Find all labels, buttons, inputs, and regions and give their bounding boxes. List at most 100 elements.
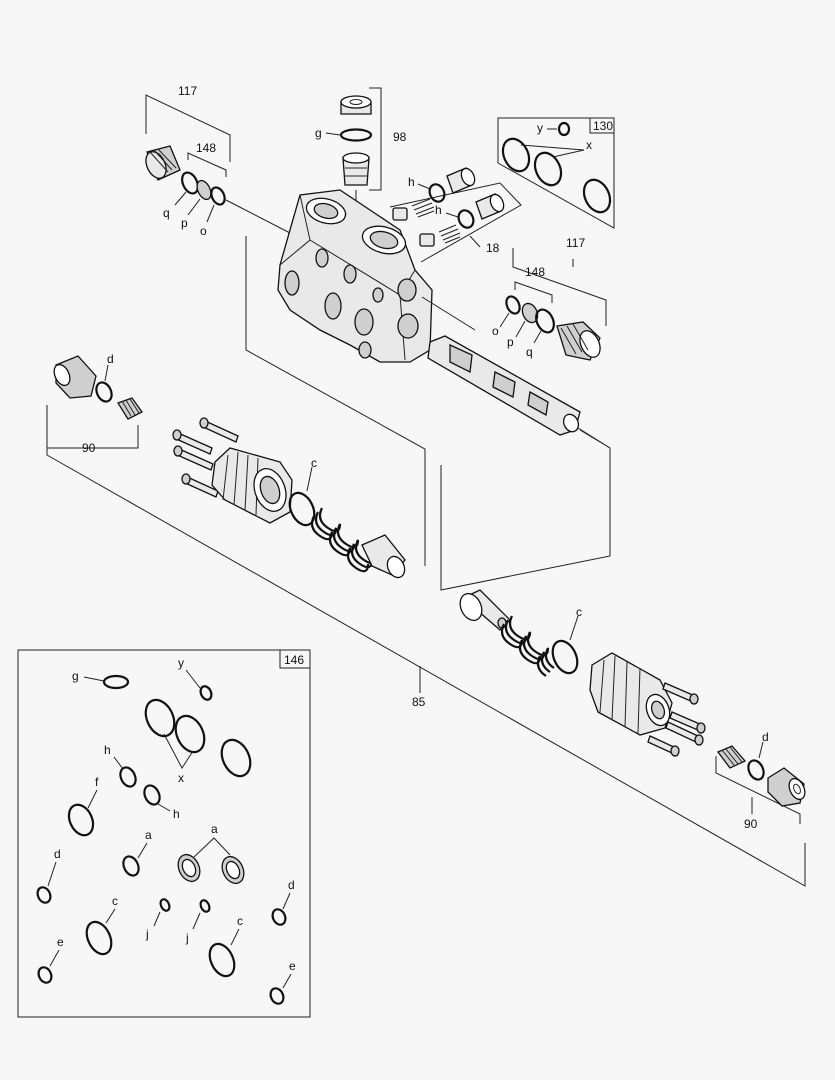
kit-label-g: g (72, 669, 79, 683)
callout-g: g (315, 126, 322, 140)
callout-p-right: p (507, 335, 514, 349)
kit-oring-a1 (122, 855, 140, 877)
kit-oring-j1 (159, 898, 171, 912)
oring-o-left (210, 186, 226, 206)
kit-oring-x2 (174, 714, 206, 754)
bracket-148-right (514, 281, 553, 303)
spool (427, 335, 581, 436)
setscrew-left (117, 397, 143, 420)
kit-label-d1: d (54, 847, 61, 861)
spring-left (310, 507, 378, 573)
spring-seat-left (361, 534, 406, 579)
kit-label-y: y (178, 656, 184, 670)
bracket-98 (369, 87, 382, 191)
kit-tag-146 (279, 649, 311, 669)
kit-label-f: f (95, 775, 99, 789)
kit-label-e2: e (289, 959, 296, 973)
callout-d-left: d (107, 352, 114, 366)
kit-label-c1: c (112, 894, 118, 908)
oring-x1-130 (501, 137, 531, 173)
bolts-left (172, 417, 239, 498)
callout-o-right: o (492, 324, 499, 338)
kit-label-e1: e (57, 935, 64, 949)
spring-cap-right (589, 652, 673, 736)
callout-90-right: 90 (744, 817, 758, 831)
kit-label-d2: d (288, 878, 295, 892)
callout-q-right: q (526, 345, 533, 359)
oring-d-right (747, 759, 765, 781)
oring-d-left (95, 381, 113, 403)
cap-plug-98 (340, 95, 372, 115)
callout-98: 98 (393, 130, 407, 144)
kit-oring-e1 (37, 966, 53, 984)
kit-seal-a-right (221, 855, 245, 885)
callout-q-left: q (163, 206, 170, 220)
kit-oring-d2 (271, 908, 287, 926)
callout-117-left: 117 (178, 84, 197, 98)
setscrew-right (716, 745, 747, 769)
bracket-90-right (715, 756, 801, 824)
callout-18: 18 (486, 241, 500, 255)
spring-seat-right (459, 589, 511, 631)
oring-x2-130 (533, 151, 563, 187)
leader-plug-left (225, 199, 291, 234)
callout-y-130: y (537, 121, 543, 135)
bracket-85 (46, 448, 806, 887)
oring-o-right (505, 295, 521, 315)
spring-cap-left (211, 447, 293, 524)
callout-x-130: x (586, 138, 592, 152)
callout-h-lower: h (435, 203, 442, 217)
plug-left (145, 145, 181, 181)
kit-oring-f (67, 803, 95, 837)
kit-label-h2: h (173, 807, 180, 821)
plug-h-lower (419, 193, 505, 247)
callout-148-left: 148 (196, 141, 216, 155)
ring-p-right (521, 302, 539, 324)
cap-nut-right (767, 767, 806, 807)
kit-oring-d1 (36, 886, 52, 904)
callout-90-left: 90 (82, 441, 96, 455)
kit-tag-130 (589, 117, 615, 134)
callout-c-right: c (576, 605, 582, 619)
bracket-117-right (512, 248, 607, 326)
kit-oring-x3 (220, 738, 252, 778)
callout-85: 85 (412, 695, 426, 709)
callout-c-left: c (311, 456, 317, 470)
bracket-spool-right (440, 429, 611, 591)
spring-right (500, 615, 555, 677)
callout-h-upper: h (408, 175, 415, 189)
callout-130: 130 (593, 119, 613, 133)
kit-oring-h1 (119, 766, 137, 788)
kit-label-c2: c (237, 914, 243, 928)
valve-body (277, 189, 433, 363)
kit-oring-e2 (269, 987, 285, 1005)
oring-y-130 (557, 121, 571, 137)
bracket-body-left (245, 236, 426, 566)
kit-oring-c2 (208, 942, 236, 978)
kit-label-h1: h (104, 743, 111, 757)
kit-oring-c1 (85, 920, 113, 956)
valve-insert-98 (342, 152, 370, 186)
kit-label-x: x (178, 771, 184, 785)
kit-label-j1: j (145, 927, 149, 941)
kit-oring-h2 (143, 784, 161, 806)
kit-label-a2: a (211, 822, 218, 836)
callout-o-left: o (200, 224, 207, 238)
callout-117-right: 117 (566, 236, 585, 250)
kit-oring-y (199, 685, 213, 701)
kit-seal-a-left (177, 853, 201, 883)
kit-box-146 (17, 649, 311, 1018)
ring-p-left (196, 179, 212, 201)
callout-d-right: d (762, 730, 769, 744)
oring-q-left (181, 171, 199, 195)
bracket-90-left (46, 405, 139, 449)
kit-oring-j2 (199, 899, 211, 913)
bracket-18 (389, 182, 522, 263)
bracket-117-left (145, 94, 231, 177)
kit-label-a1: a (145, 828, 152, 842)
cap-nut-left (53, 355, 97, 399)
plug-right (556, 321, 601, 361)
oring-g-98 (339, 128, 373, 142)
callout-p-left: p (181, 216, 188, 230)
